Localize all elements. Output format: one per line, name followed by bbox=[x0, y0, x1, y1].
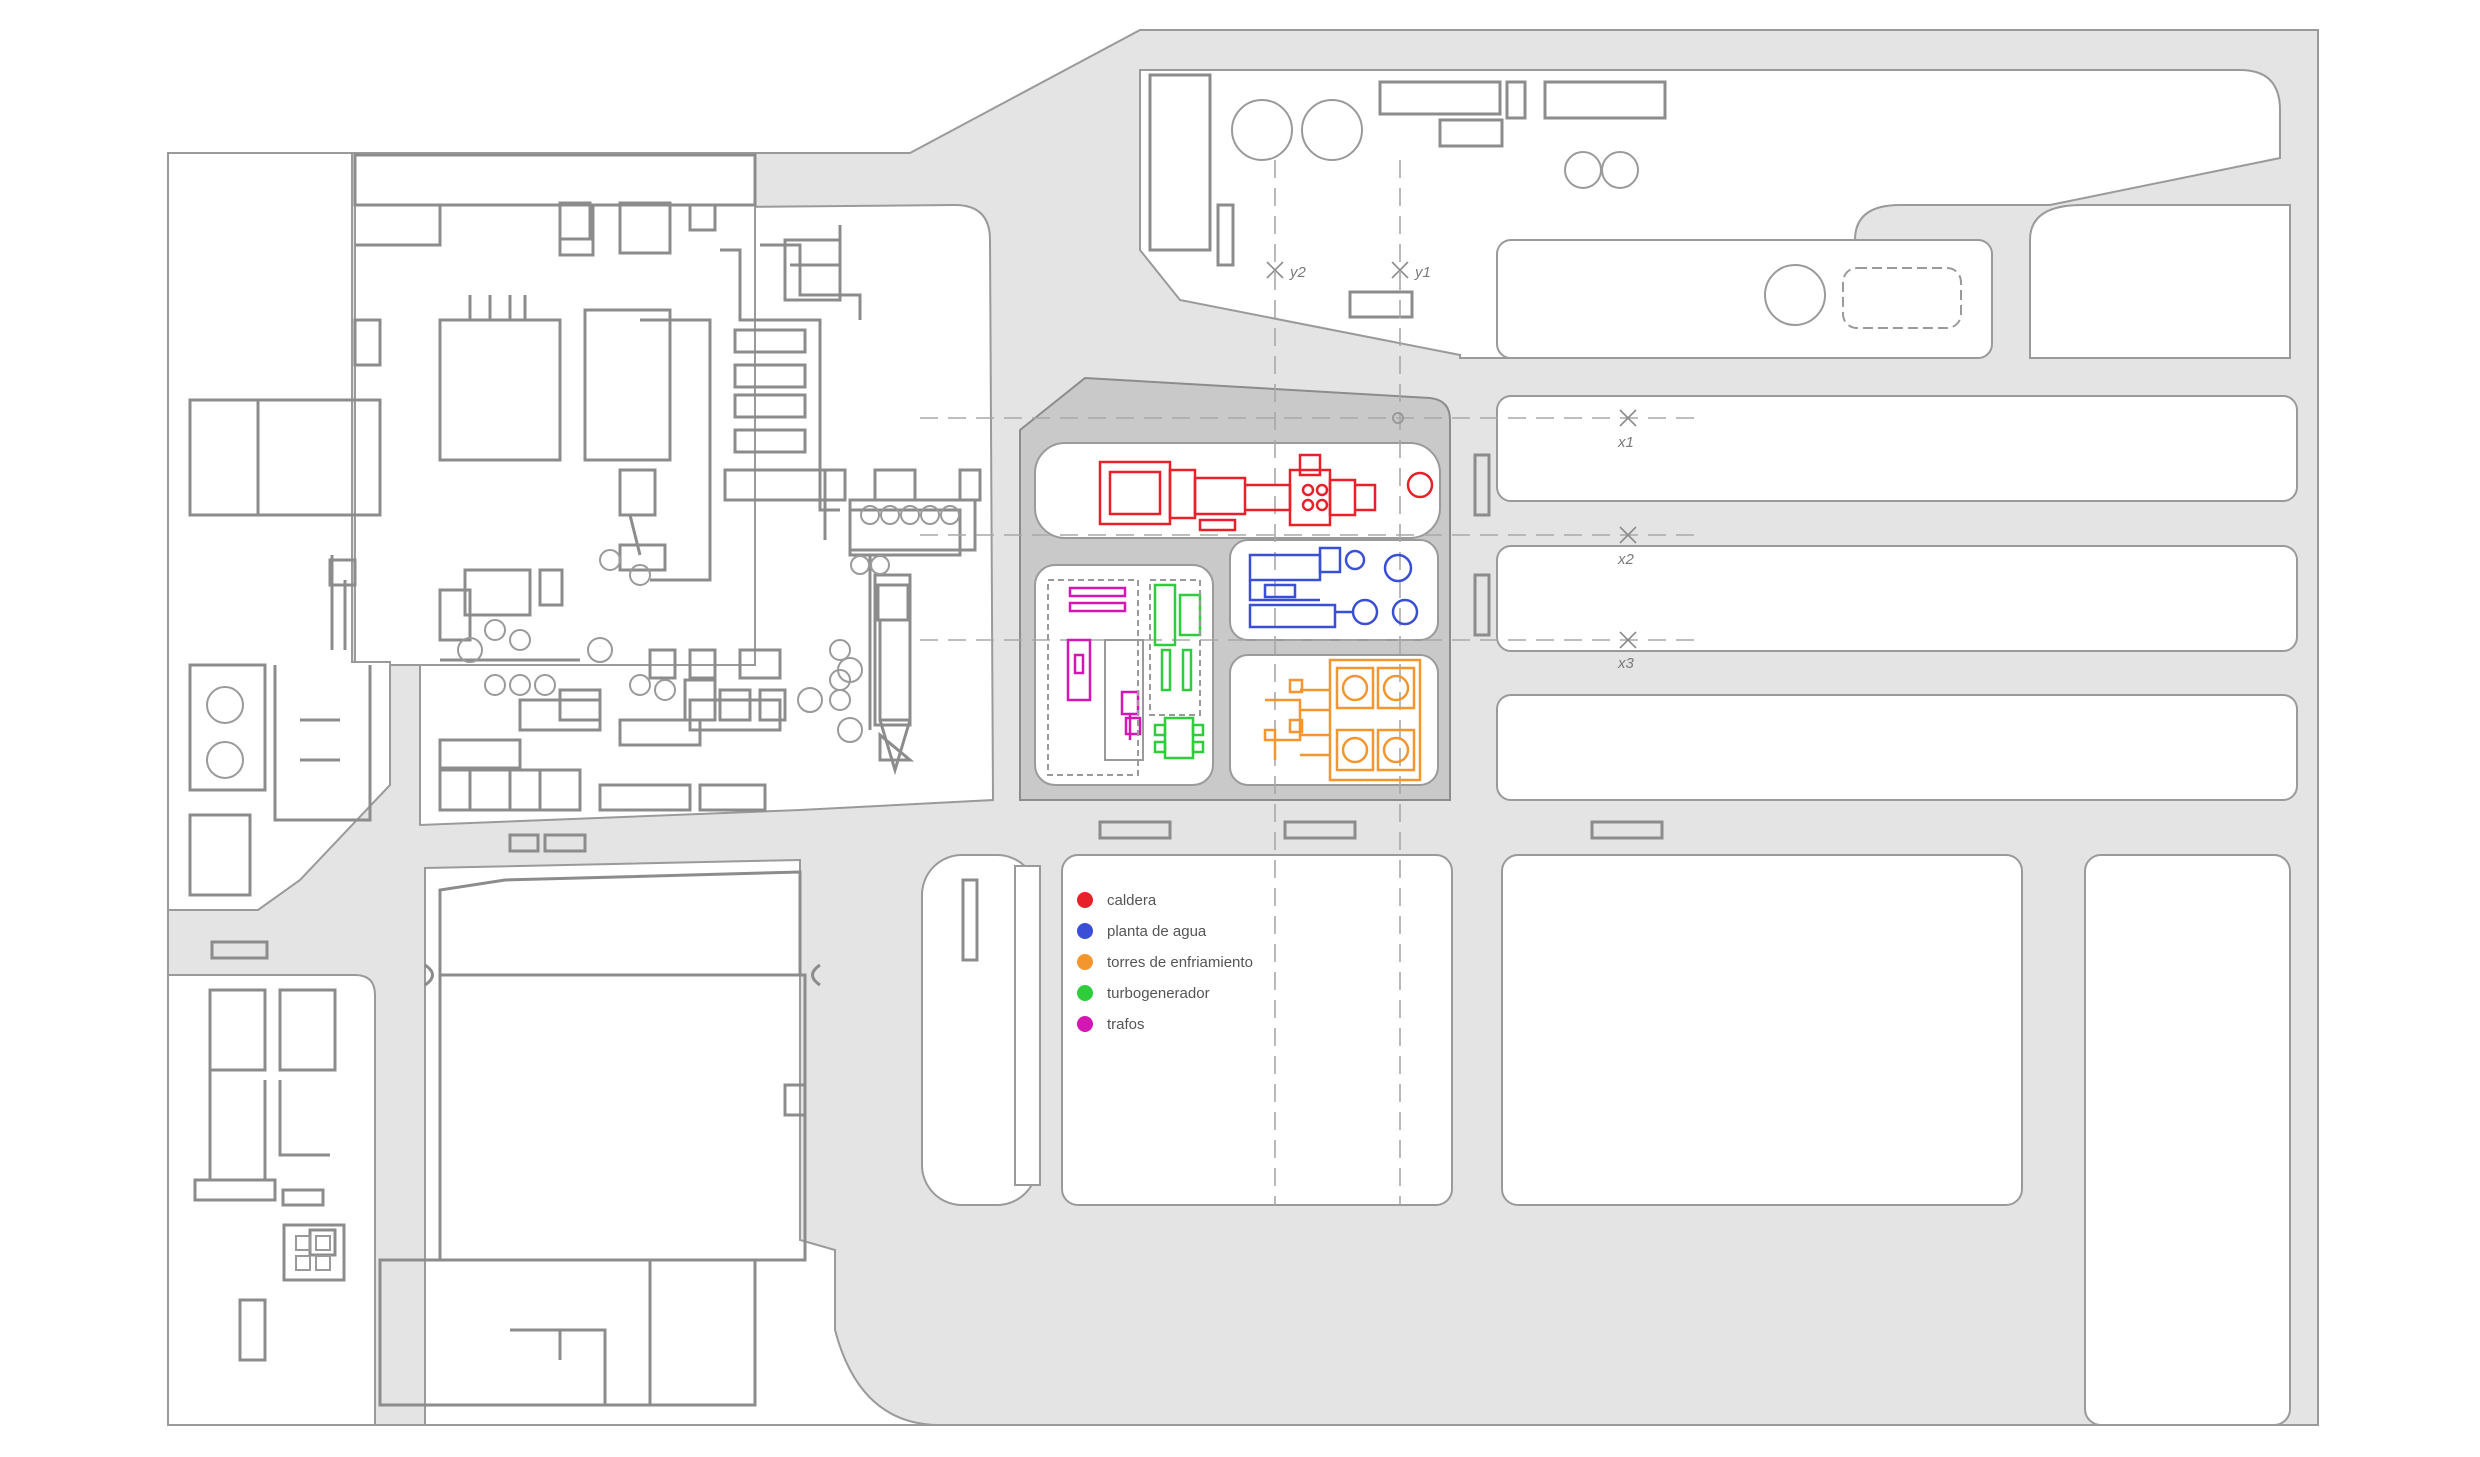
warehouse-lot bbox=[424, 858, 941, 1426]
warehouse-building bbox=[378, 870, 821, 1407]
axis-label-y1: y1 bbox=[1414, 264, 1431, 281]
lot-south-2 bbox=[2084, 854, 2291, 1426]
legend-label: caldera bbox=[1107, 892, 1157, 909]
legend-swatch bbox=[1077, 985, 1093, 1001]
legend-label: planta de agua bbox=[1107, 923, 1207, 940]
legend-label: trafos bbox=[1107, 1016, 1145, 1033]
caldera-bay bbox=[1034, 442, 1441, 539]
tank-farm-detail bbox=[1148, 73, 1962, 329]
lot-row-x2 bbox=[1496, 545, 2298, 652]
axis-label-x3: x3 bbox=[1617, 655, 1635, 672]
trafos-equipment bbox=[1066, 586, 1142, 740]
lot-northeast bbox=[2029, 204, 2291, 359]
turbogenerador-equipment bbox=[1153, 583, 1205, 760]
map-legend: caldera planta de agua torres de enfriamie… bbox=[1077, 892, 1253, 1033]
legend-swatch bbox=[1077, 1016, 1093, 1032]
lot-south-1 bbox=[1501, 854, 2023, 1206]
caldera-equipment bbox=[1098, 453, 1434, 532]
existing-factory-drawing bbox=[188, 153, 962, 812]
existing-process-line bbox=[818, 468, 982, 776]
lot-row-x3 bbox=[1496, 694, 2298, 801]
legend-label: turbogenerador bbox=[1107, 985, 1210, 1002]
legend-swatch bbox=[1077, 923, 1093, 939]
legend-swatch bbox=[1077, 954, 1093, 970]
planta-de-agua-equipment bbox=[1248, 546, 1419, 629]
road-edge-strip bbox=[1014, 865, 1041, 1186]
legend-lot bbox=[1061, 854, 1453, 1206]
legend-label: torres de enfriamiento bbox=[1107, 954, 1253, 971]
truck-icons bbox=[210, 453, 1664, 962]
turbogenerador-bay bbox=[1034, 564, 1214, 786]
lot-north-1 bbox=[1496, 239, 1993, 359]
plant-pad-detail bbox=[1047, 412, 1404, 776]
axis-label-x2: x2 bbox=[1617, 551, 1635, 568]
torres-de-enfriamiento-equipment bbox=[1263, 658, 1422, 782]
west-complex-detail bbox=[188, 555, 372, 1362]
axis-grid bbox=[920, 160, 1700, 1205]
legend-swatch bbox=[1077, 892, 1093, 908]
torres-bay bbox=[1229, 654, 1439, 786]
axis-label-x1: x1 bbox=[1617, 434, 1634, 451]
axis-label-y2: y2 bbox=[1289, 264, 1307, 281]
lot-row-x1 bbox=[1496, 395, 2298, 502]
